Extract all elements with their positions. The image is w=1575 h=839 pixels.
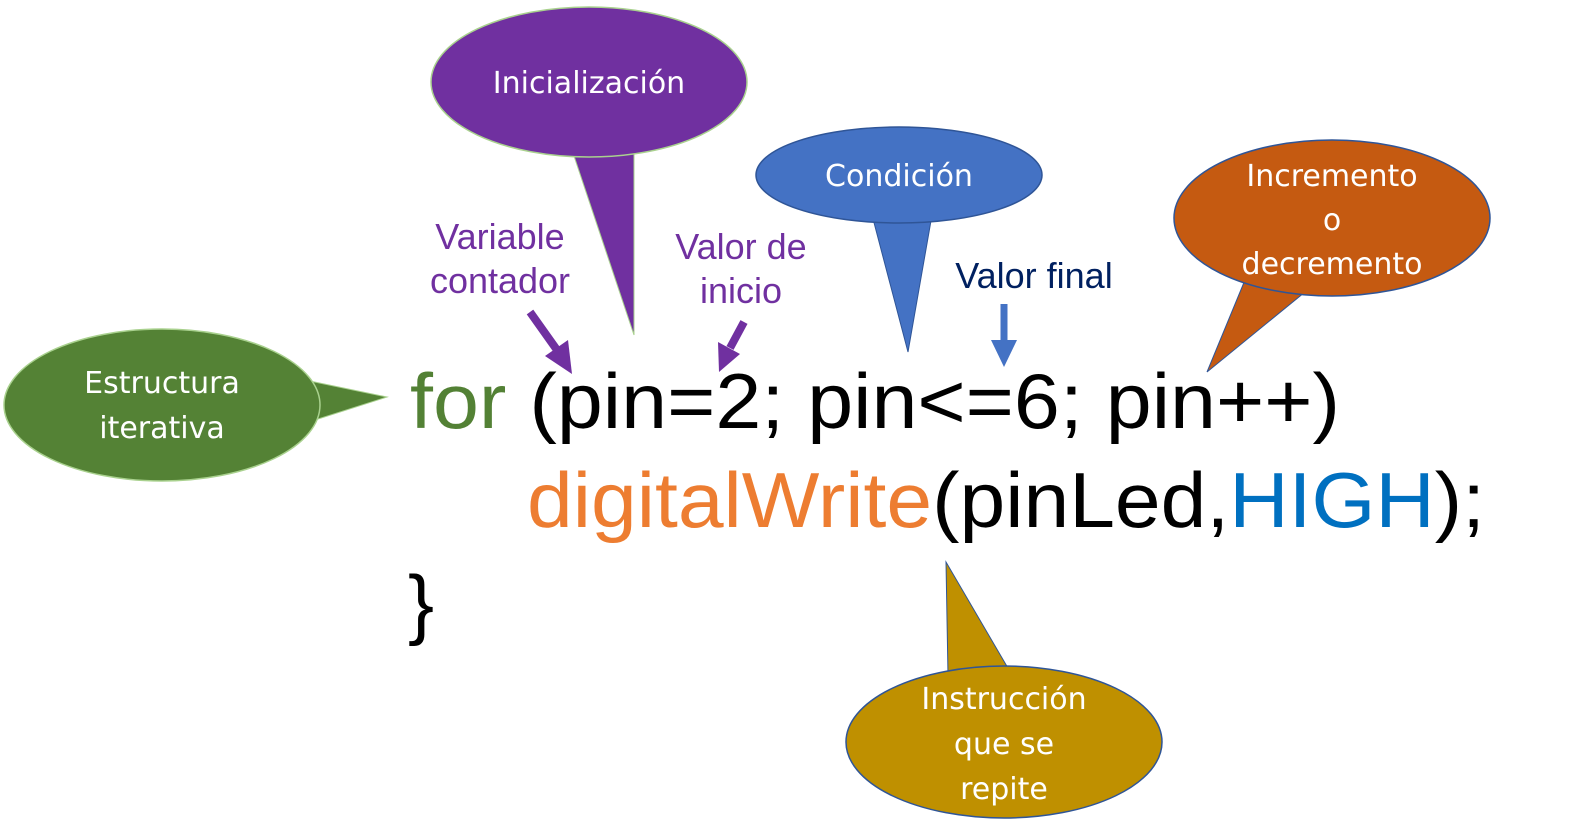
code-args-open: (pinLed, <box>932 456 1229 544</box>
bubble-initialization-text: Inicialización <box>493 66 685 101</box>
label-counter-variable-line2: contador <box>430 260 570 301</box>
bubble-structure-line2: iterativa <box>99 411 225 446</box>
bubble-instruction-line1: Instrucción <box>921 682 1086 717</box>
label-counter-variable-line1: Variable <box>435 216 564 257</box>
bubble-increment-line2: o <box>1323 203 1341 238</box>
code-line-for: for (pin=2; pin<=6; pin++) <box>410 357 1340 445</box>
code-constant-high: HIGH <box>1229 456 1435 544</box>
label-final-value: Valor final <box>955 255 1112 296</box>
code-function-name: digitalWrite <box>527 456 932 544</box>
bubble-instruction: Instrucción que se repite <box>845 560 1163 819</box>
label-start-value-line1: Valor de <box>675 226 806 267</box>
bubble-initialization: Inicialización <box>430 6 748 336</box>
bubble-structure-line1: Estructura <box>84 366 240 401</box>
bubble-instruction-line3: repite <box>960 772 1048 807</box>
bubble-increment-line1: Incremento <box>1246 159 1417 194</box>
bubble-increment: Incremento o decremento <box>1173 139 1491 373</box>
label-start-value-line2: inicio <box>700 270 782 311</box>
bubble-condition: Condición <box>755 126 1043 353</box>
bubble-increment-line3: decremento <box>1242 247 1423 282</box>
code-line-instruction: digitalWrite(pinLed,HIGH); <box>527 456 1485 544</box>
code-for-header: (pin=2; pin<=6; pin++) <box>506 357 1340 445</box>
bubble-condition-text: Condición <box>825 159 973 194</box>
code-closing-brace: } <box>408 559 434 647</box>
code-args-close: ); <box>1435 456 1485 544</box>
bubble-structure: Estructura iterativa <box>3 328 389 482</box>
arrow-counter-variable-icon <box>526 309 572 374</box>
bubble-instruction-line2: que se <box>954 727 1054 762</box>
code-keyword-for: for <box>410 357 506 445</box>
arrow-start-value-icon <box>718 320 748 372</box>
arrow-final-value-icon <box>991 304 1017 367</box>
